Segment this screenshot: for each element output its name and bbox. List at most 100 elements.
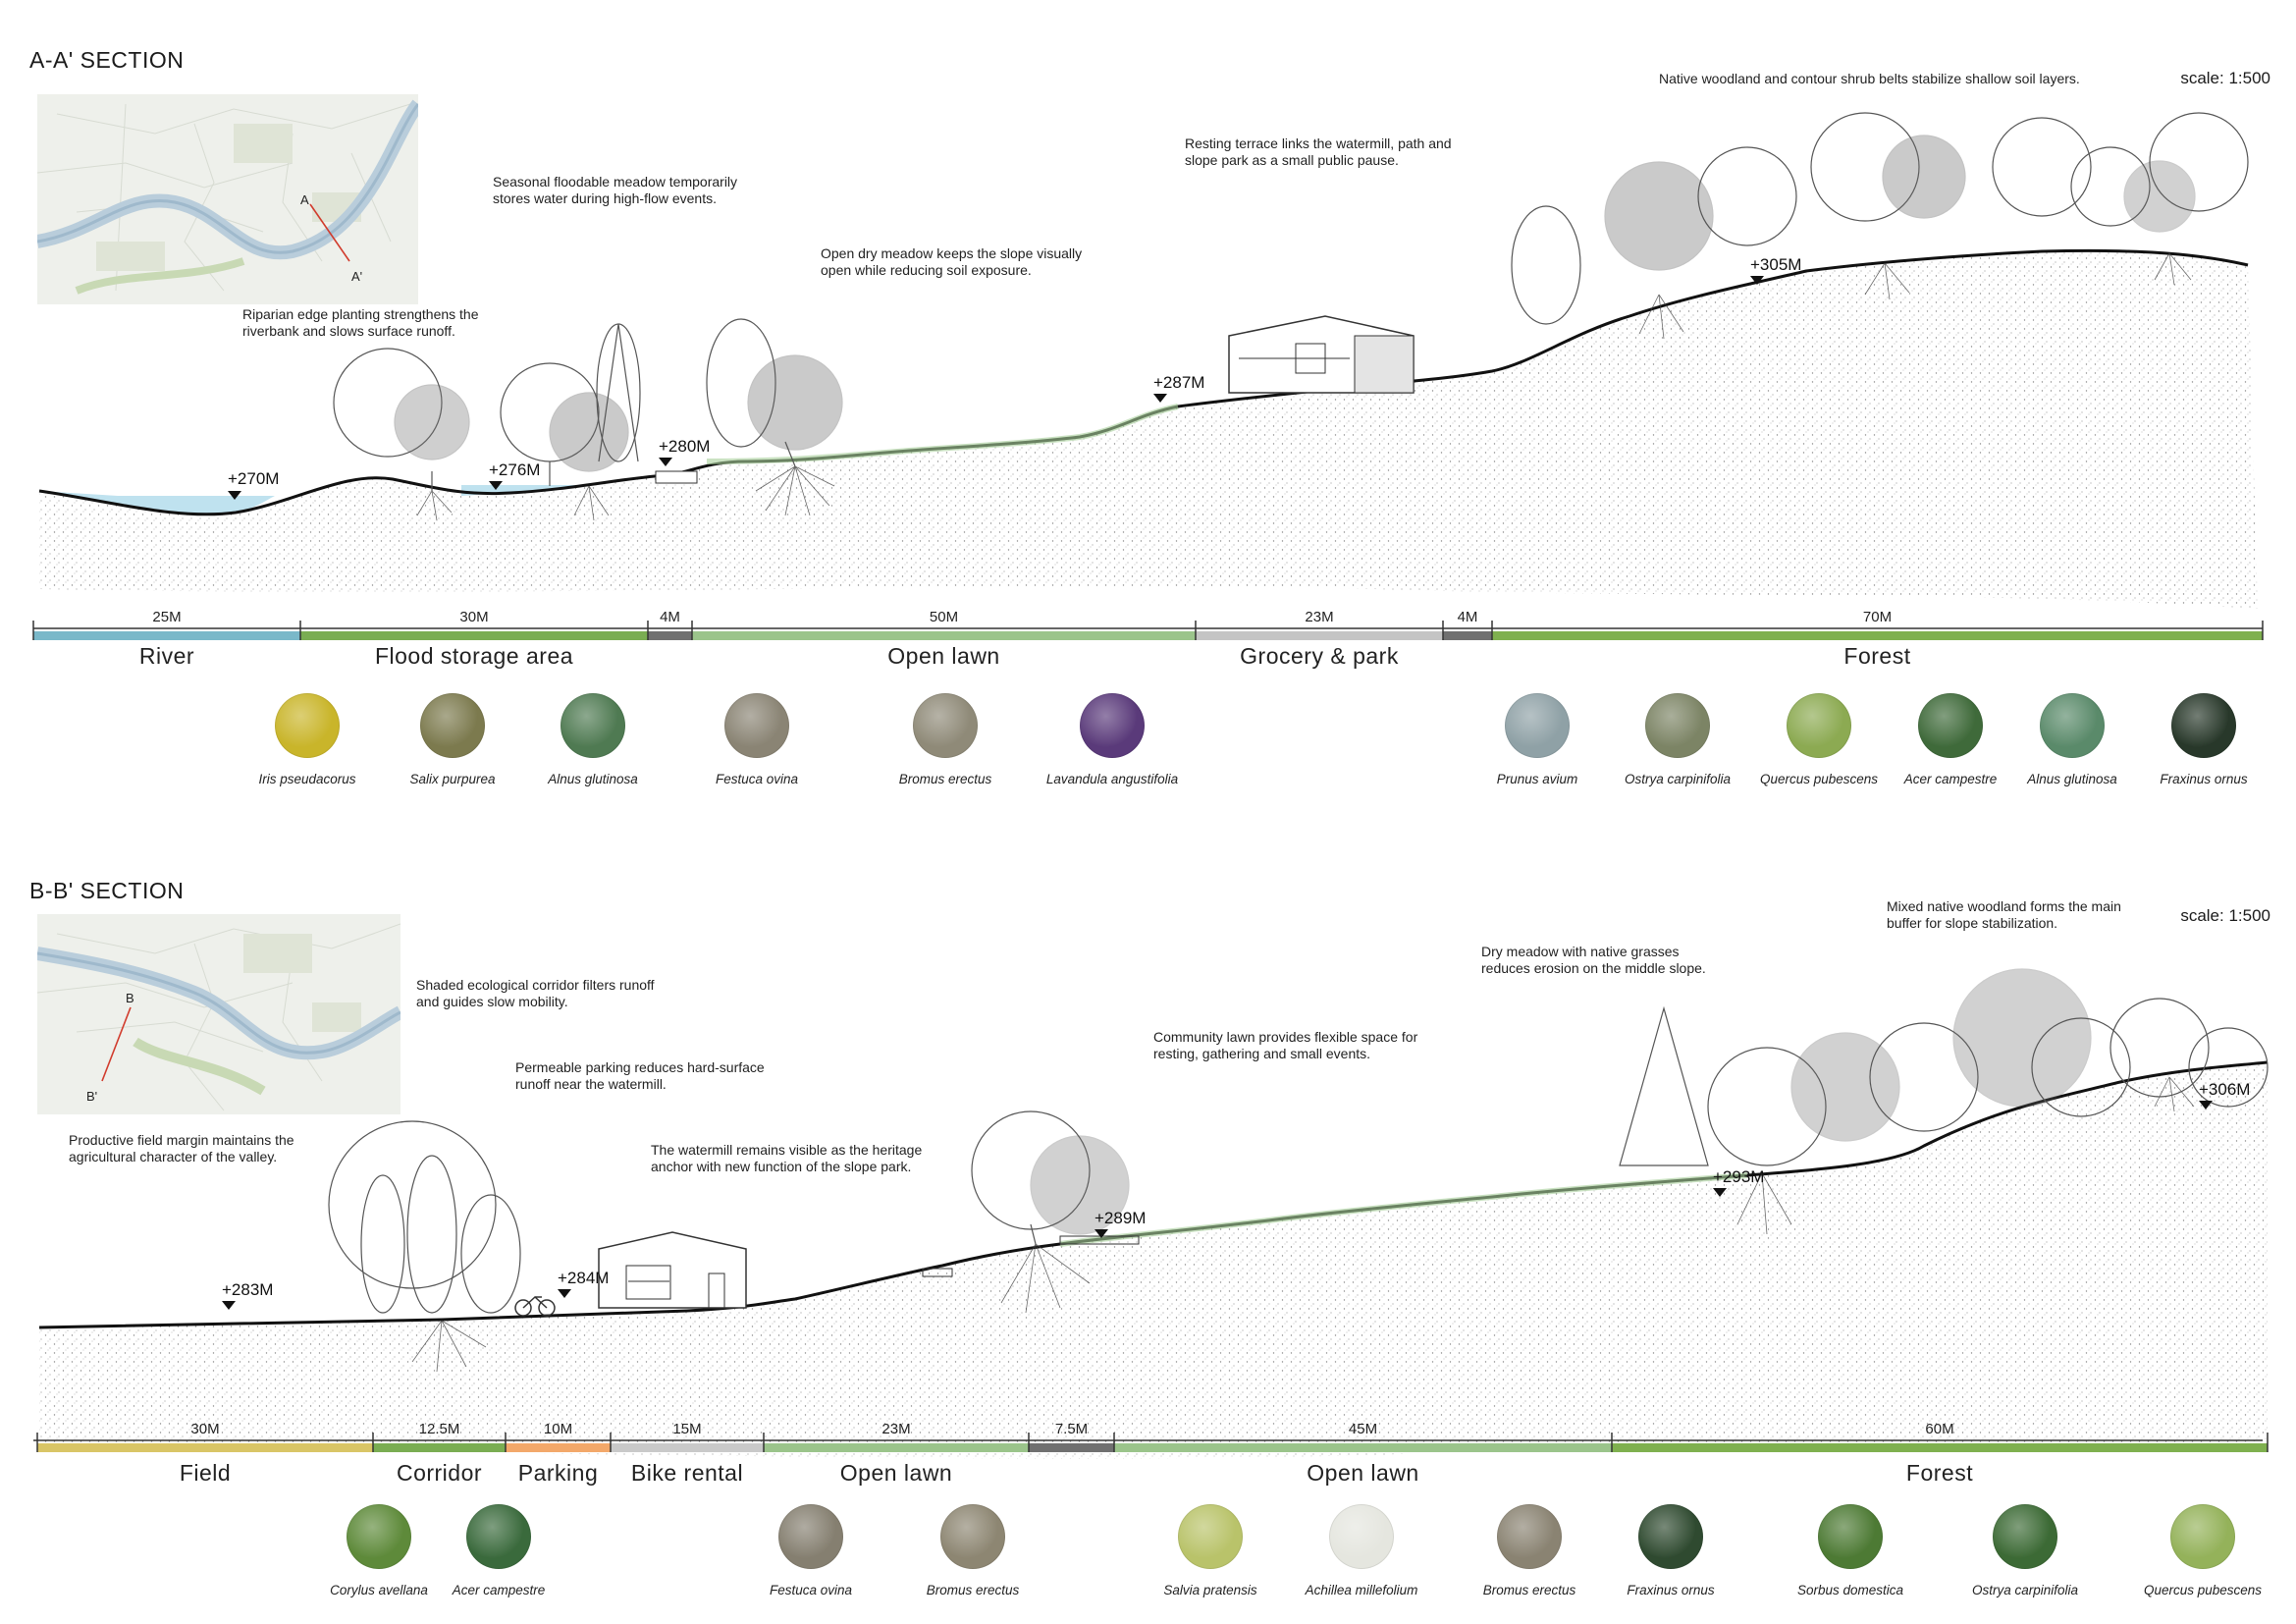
zone-label: Open lawn (887, 643, 1000, 669)
elevation-label: +270M (228, 469, 280, 488)
elevation-marker (2199, 1101, 2213, 1110)
note-native-woodland: Native woodland and contour shrub belts … (1659, 71, 2080, 86)
plant-name: Lavandula angustifolia (1045, 772, 1179, 786)
elevation-marker (1750, 276, 1764, 285)
elevation-marker (659, 458, 672, 466)
map-label-a-prime: A' (351, 269, 362, 284)
map-label-b: B (126, 991, 134, 1005)
segment-length: 45M (1348, 1421, 1378, 1437)
elevation-label: +284M (558, 1269, 610, 1287)
plant-species: Lavandula angustifolia (1014, 693, 1210, 786)
elevation-marker (489, 481, 503, 490)
note-productive-field: Productive field margin maintains the ag… (69, 1132, 294, 1164)
zone-label: Open lawn (839, 1460, 953, 1486)
segment-bar (36, 1433, 2269, 1452)
plant-species: Ostrya carpinifolia (1927, 1504, 2123, 1597)
segment-color-bar (764, 1443, 1029, 1452)
segment-length: 70M (1862, 609, 1893, 625)
segment-length: 4M (1457, 609, 1478, 625)
segment-color-bar (37, 1443, 373, 1452)
plant-species: Sorbus domestica (1752, 1504, 1949, 1597)
note-ecological-corridor: Shaded ecological corridor filters runof… (416, 977, 655, 1009)
segment-color-bar (1196, 631, 1443, 640)
zone-label: Forest (1905, 1460, 1974, 1486)
plant-photo (778, 1504, 843, 1569)
zone-label: Grocery & park (1240, 643, 1399, 669)
segment-color-bar (373, 1443, 506, 1452)
section-a: A-A' SECTION scale: 1:500 A A' Riparian … (29, 47, 2296, 786)
note-permeable-parking: Permeable parking reduces hard-surface r… (515, 1059, 765, 1092)
segment-color-bar (1443, 631, 1492, 640)
elevation-marker (1713, 1188, 1727, 1197)
elevation-label: +306M (2199, 1080, 2251, 1099)
elevation-marker (1095, 1229, 1108, 1238)
plant-name: Fraxinus ornus (1627, 1583, 1715, 1597)
plant-species: Fraxinus ornus (2106, 693, 2296, 786)
location-map: A A' (37, 94, 418, 304)
step-element (655, 470, 698, 484)
meadow-grass (1059, 1172, 1748, 1247)
plant-name: Festuca ovina (715, 772, 799, 786)
zone-label: Open lawn (1307, 1460, 1419, 1486)
plant-name: Prunus avium (1496, 772, 1578, 786)
zone-label: Bike rental (630, 1460, 744, 1486)
segment-color-bar (611, 1443, 764, 1452)
elevation-marker (558, 1289, 571, 1298)
segment-length: 25M (152, 609, 182, 625)
plant-photo (913, 693, 978, 758)
plant-photo (1818, 1504, 1883, 1569)
plant-photo (1993, 1504, 2057, 1569)
plant-photo (561, 693, 625, 758)
plant-species: Acer campestre (1852, 693, 2049, 786)
plant-photo (1497, 1504, 1562, 1569)
elevation-marker (222, 1301, 236, 1310)
segment-color-bar (692, 631, 1196, 640)
section-a-drawing (32, 112, 2264, 640)
segment-color-bar (1612, 1443, 2268, 1452)
plant-name: Ostrya carpinifolia (1971, 1583, 2079, 1597)
meadow-trees (706, 318, 843, 467)
map-label-b-prime: B' (86, 1089, 97, 1104)
plant-name: Iris pseudacorus (258, 772, 356, 786)
plant-photo (2171, 693, 2236, 758)
note-riparian: Riparian edge planting strengthens the r… (242, 306, 479, 339)
section-b-drawing (33, 968, 2269, 1459)
elevation-label: +276M (489, 460, 541, 479)
plant-photo (420, 693, 485, 758)
plant-name: Sorbus domestica (1796, 1583, 1904, 1597)
segment-length: 7.5M (1054, 1421, 1089, 1437)
plant-species: Corylus avellana (281, 1504, 477, 1597)
note-community-lawn: Community lawn provides flexible space f… (1153, 1029, 1418, 1061)
plant-species: Achillea millefolium (1263, 1504, 1460, 1597)
section-title: A-A' SECTION (29, 47, 185, 73)
soil-hatch (39, 1062, 2268, 1459)
plant-name: Quercus pubescens (1759, 772, 1879, 786)
plant-photo (1645, 693, 1710, 758)
segment-length: 23M (881, 1421, 911, 1437)
segment-length: 10M (543, 1421, 573, 1437)
segment-color-bar (1492, 631, 2263, 640)
segment-length: 23M (1305, 609, 1334, 625)
plant-species: Festuca ovina (713, 1504, 909, 1597)
plant-species: Salvia pratensis (1112, 1504, 1308, 1597)
soil-hatch (39, 250, 2258, 609)
segment-color-bar (300, 631, 648, 640)
plant-photo (1638, 1504, 1703, 1569)
plant-photo (347, 1504, 411, 1569)
zone-label: River (138, 643, 195, 669)
note-resting-terrace: Resting terrace links the watermill, pat… (1185, 135, 1452, 168)
plant-species: Festuca ovina (659, 693, 855, 786)
plant-photo (1329, 1504, 1394, 1569)
plant-photo (275, 693, 340, 758)
plant-name: Bromus erectus (898, 772, 992, 786)
plant-name: Alnus glutinosa (548, 772, 638, 786)
segment-bar (32, 621, 2264, 640)
plant-photo (1918, 693, 1983, 758)
plant-name: Festuca ovina (769, 1583, 853, 1597)
plant-photo (2170, 1504, 2235, 1569)
plant-species: Bromus erectus (847, 693, 1043, 786)
elevation-label: +289M (1095, 1209, 1147, 1227)
plant-species: Bromus erectus (1431, 1504, 1628, 1597)
plant-name: Salvia pratensis (1163, 1583, 1257, 1597)
elevation-marker (1153, 394, 1167, 403)
